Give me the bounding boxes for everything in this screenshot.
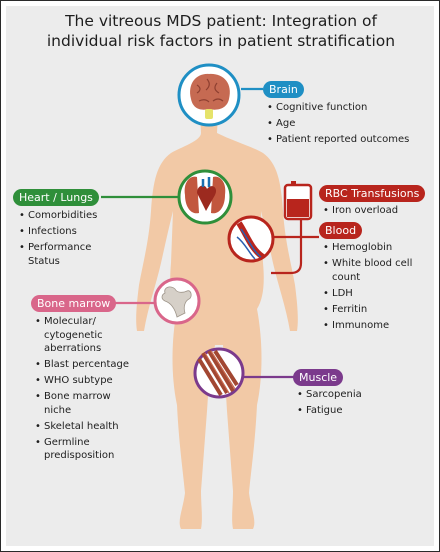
- bone-marrow-factor-item: WHO subtype: [35, 374, 139, 388]
- blood-factor-item: LDH: [323, 287, 419, 301]
- bone-marrow-factor-item: Blast percentage: [35, 358, 139, 372]
- transfusion-tube: [271, 219, 303, 275]
- heart-lungs-factor-item: Infections: [19, 225, 113, 239]
- bone-marrow-factor-item: Molecular/ cytogenetic aberrations: [35, 315, 139, 356]
- bone-marrow-label: Bone marrow: [31, 295, 117, 312]
- heart-lungs-factor-item: Performance Status: [19, 241, 113, 268]
- transfusions-factor-item: Iron overload: [323, 204, 433, 218]
- blood-factor-list: Hemoglobin White blood cell count LDH Fe…: [323, 241, 419, 335]
- muscle-fiber-icon: [193, 347, 245, 399]
- muscle-factor-item: Sarcopenia: [297, 388, 417, 402]
- heart-lungs-factor-list: Comorbidities Infections Performance Sta…: [19, 209, 113, 271]
- bone-marrow-label-text: Bone marrow: [37, 297, 111, 310]
- title-line-2: individual risk factors in patient strat…: [46, 32, 396, 50]
- brain-icon: [177, 63, 241, 127]
- bone-marrow-factor-list: Molecular/ cytogenetic aberrations Blast…: [35, 315, 139, 465]
- brain-label-text: Brain: [269, 83, 298, 96]
- blood-label: Blood: [319, 222, 363, 239]
- brain-label: Brain: [263, 81, 304, 98]
- blood-bag-icon: [283, 181, 313, 221]
- muscle-factor-list: Sarcopenia Fatigue: [297, 388, 417, 420]
- brain-factor-list: Cognitive function Age Patient reported …: [267, 101, 431, 149]
- bone-joint-icon: [153, 277, 201, 325]
- heart-lungs-label: Heart / Lungs: [13, 189, 99, 206]
- transfusions-label: RBC Transfusions: [319, 185, 426, 202]
- bone-marrow-factor-item: Skeletal health: [35, 420, 139, 434]
- brain-factor-item: Patient reported outcomes: [267, 133, 431, 147]
- human-body-silhouette: [136, 65, 298, 529]
- title-line-1: The vitreous MDS patient: Integration of: [65, 12, 377, 30]
- muscle-label: Muscle: [293, 369, 344, 386]
- blood-factor-item: Ferritin: [323, 303, 419, 317]
- heart-lungs-icon: [177, 169, 233, 225]
- muscle-label-text: Muscle: [299, 371, 338, 384]
- brain-factor-item: Cognitive function: [267, 101, 431, 115]
- bone-marrow-factor-item: Bone marrow niche: [35, 390, 139, 417]
- muscle-factor-item: Fatigue: [297, 404, 417, 418]
- figure-title: The vitreous MDS patient: Integration of…: [1, 11, 439, 51]
- blood-factor-item: Immunome: [323, 319, 419, 333]
- blood-label-text: Blood: [325, 224, 357, 237]
- leader-lines: [101, 87, 319, 379]
- blood-factor-item: White blood cell count: [323, 257, 419, 284]
- blood-vessel-icon: [227, 215, 275, 263]
- transfusions-factor-list: Iron overload: [323, 204, 433, 220]
- bone-marrow-factor-item: Germline predisposition: [35, 436, 139, 463]
- transfusions-label-text: RBC Transfusions: [325, 187, 420, 200]
- heart-lungs-label-text: Heart / Lungs: [19, 191, 93, 204]
- blood-factor-item: Hemoglobin: [323, 241, 419, 255]
- heart-lungs-factor-item: Comorbidities: [19, 209, 113, 223]
- brain-factor-item: Age: [267, 117, 431, 131]
